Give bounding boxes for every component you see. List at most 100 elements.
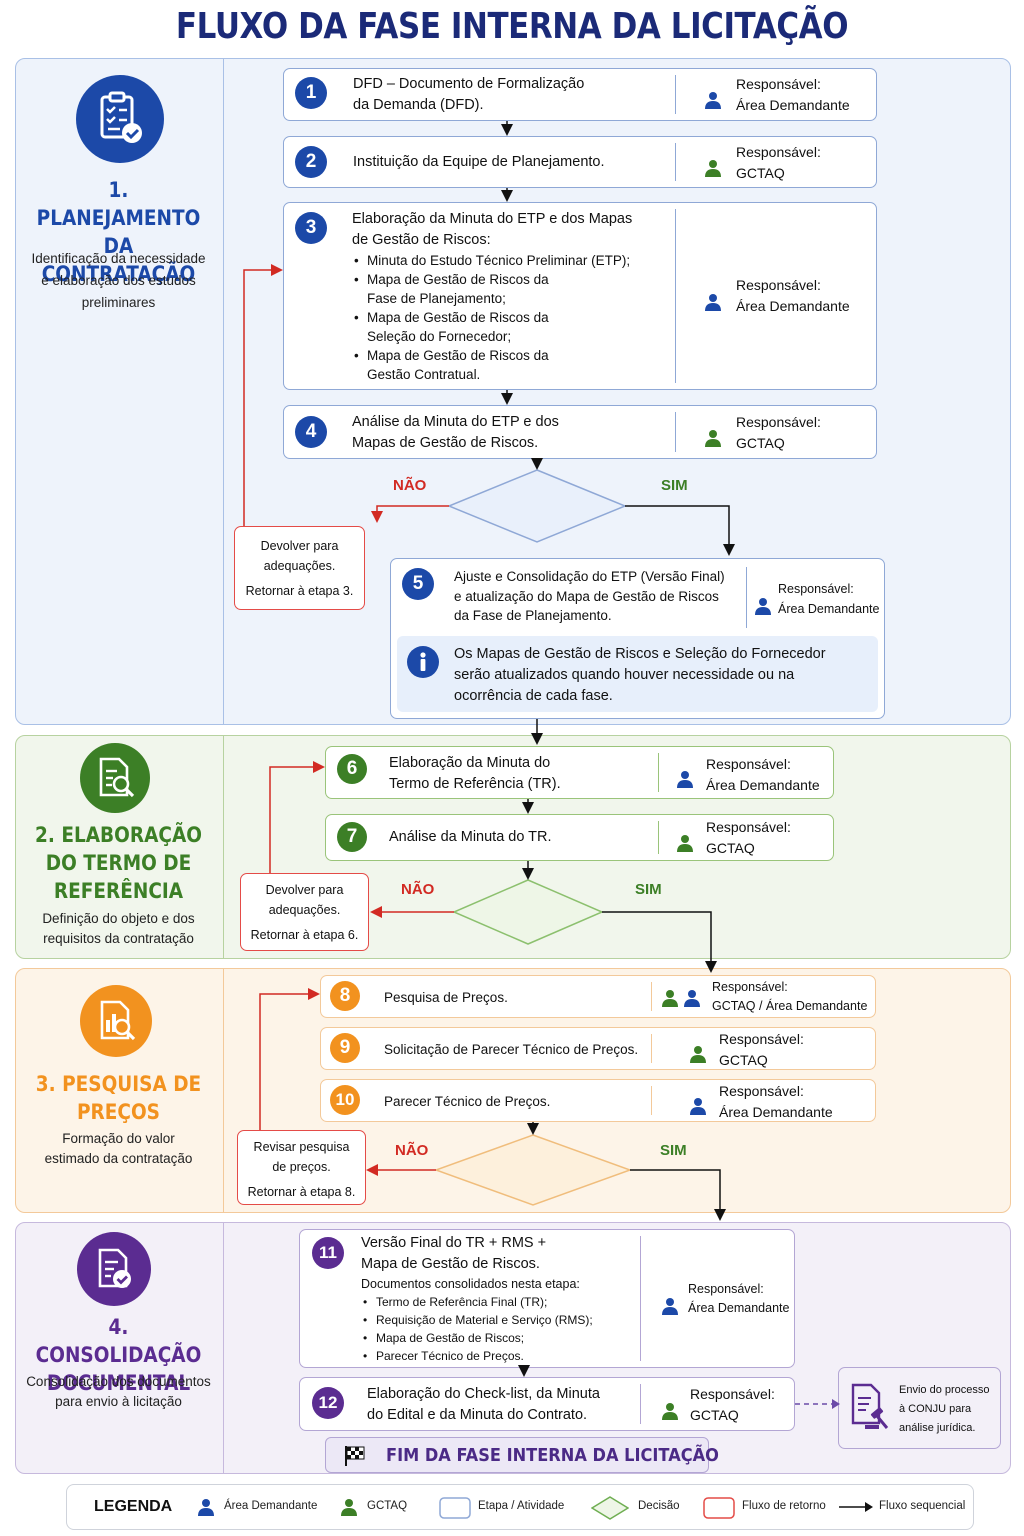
step-responsible: Responsável:Área Demandante <box>778 582 880 616</box>
step-7: 7 Análise da Minuta do TR. Responsável:G… <box>325 814 834 861</box>
decision-yes-label: SIM <box>660 1142 687 1159</box>
price-chart-icon <box>80 985 152 1057</box>
step-responsible: Responsável:Área Demandante <box>688 1282 790 1315</box>
legend-gctaq: GCTAQ <box>367 1500 408 1512</box>
person-green-icon <box>677 835 693 852</box>
legend-area-demandante: Área Demandante <box>224 1500 318 1512</box>
decision-no-label: NÃO <box>393 477 427 494</box>
step-number: 5 <box>402 568 434 600</box>
step-text: Análise da Minuta do TR. <box>389 829 552 845</box>
step-responsible: Responsável:GCTAQ <box>736 414 821 451</box>
step-number: 10 <box>330 1085 360 1115</box>
legend-fluxo-retorno: Fluxo de retorno <box>742 1500 826 1512</box>
step-11: 11 Versão Final do TR + RMS +Mapa de Ges… <box>299 1229 795 1368</box>
step-number: 12 <box>312 1387 344 1419</box>
step-2: 2 Instituição da Equipe de Planejamento.… <box>283 136 877 188</box>
step-number: 3 <box>295 212 327 244</box>
checkered-flag-icon <box>345 1446 365 1466</box>
person-green-icon <box>690 1046 706 1063</box>
document-check-icon <box>77 1232 151 1306</box>
step-number: 9 <box>330 1033 360 1063</box>
person-blue-icon <box>662 1298 678 1315</box>
person-green-icon <box>705 160 721 177</box>
step-3: 3 Elaboração da Minuta do ETP e dos Mapa… <box>283 202 877 390</box>
step-responsible: Responsável:GCTAQ <box>690 1386 775 1423</box>
person-blue-icon <box>690 1098 706 1115</box>
decision-diamond-icon <box>591 1496 629 1520</box>
step-text: Pesquisa de Preços. <box>384 990 508 1005</box>
step-8: 8 Pesquisa de Preços. Responsável:GCTAQ … <box>320 975 876 1018</box>
legal-document-icon <box>851 1383 889 1429</box>
person-blue-icon <box>705 92 721 109</box>
step-text: Parecer Técnico de Preços. <box>384 1094 551 1109</box>
end-banner: FIM DA FASE INTERNA DA LICITAÇÃO <box>325 1437 719 1473</box>
step-number: 4 <box>295 416 327 448</box>
person-green-icon <box>705 430 721 447</box>
decision-yes-label: SIM <box>661 477 688 494</box>
decision-no-label: NÃO <box>395 1142 429 1159</box>
person-green-icon <box>341 1499 357 1516</box>
legend-title: LEGENDA <box>94 1498 173 1515</box>
step-text: Solicitação de Parecer Técnico de Preços… <box>384 1042 639 1057</box>
person-blue-icon <box>198 1499 214 1516</box>
step-responsible: Responsável:GCTAQ <box>706 819 791 856</box>
step-responsible: Responsável:Área Demandante <box>736 277 850 314</box>
step-number: 7 <box>337 822 367 852</box>
step-10: 10 Parecer Técnico de Preços. Responsáve… <box>320 1079 876 1122</box>
person-green-icon <box>662 990 678 1007</box>
clipboard-check-icon <box>76 75 164 163</box>
step-number: 8 <box>330 981 360 1011</box>
person-blue-icon <box>684 990 700 1007</box>
legend-etapa: Etapa / Atividade <box>478 1500 565 1512</box>
step-responsible: Responsável:Área Demandante <box>719 1083 833 1120</box>
step-text: Ajuste e Consolidação do ETP (Versão Fin… <box>454 569 725 623</box>
step-responsible: Responsável:Área Demandante <box>706 756 820 793</box>
step-responsible: Responsável:GCTAQ <box>719 1031 804 1068</box>
decision-no-label: NÃO <box>401 881 435 898</box>
step-number: 6 <box>337 754 367 784</box>
document-search-icon <box>80 743 150 813</box>
step-responsible: Responsável:GCTAQ <box>736 144 821 181</box>
page-title: FLUXO DA FASE INTERNA DA LICITAÇÃO <box>175 6 849 47</box>
legend-decisao: Decisão <box>638 1500 680 1512</box>
step-responsible: Responsável:Área Demandante <box>736 76 850 113</box>
arrow-right-icon <box>839 1502 873 1512</box>
info-note: Os Mapas de Gestão de Riscos e Seleção d… <box>397 636 878 712</box>
person-blue-icon <box>677 771 693 788</box>
step-number: 11 <box>312 1237 344 1269</box>
step-text: Versão Final do TR + RMS +Mapa de Gestão… <box>361 1233 593 1365</box>
legend-fluxo-sequencial: Fluxo sequencial <box>879 1500 966 1512</box>
step-responsible: Responsável:GCTAQ / Área Demandante <box>712 980 868 1013</box>
step-text: Instituição da Equipe de Planejamento. <box>353 154 605 170</box>
end-label: FIM DA FASE INTERNA DA LICITAÇÃO <box>386 1445 719 1466</box>
decision-question: ETP aprovado? <box>490 499 582 514</box>
info-note-text: Os Mapas de Gestão de Riscos e Seleção d… <box>454 646 826 704</box>
step-number: 1 <box>295 77 327 109</box>
return-box-icon <box>703 1497 735 1519</box>
legend: LEGENDA Área Demandante GCTAQ Etapa / At… <box>66 1484 974 1530</box>
info-icon <box>407 646 439 678</box>
step-number: 2 <box>295 146 327 178</box>
